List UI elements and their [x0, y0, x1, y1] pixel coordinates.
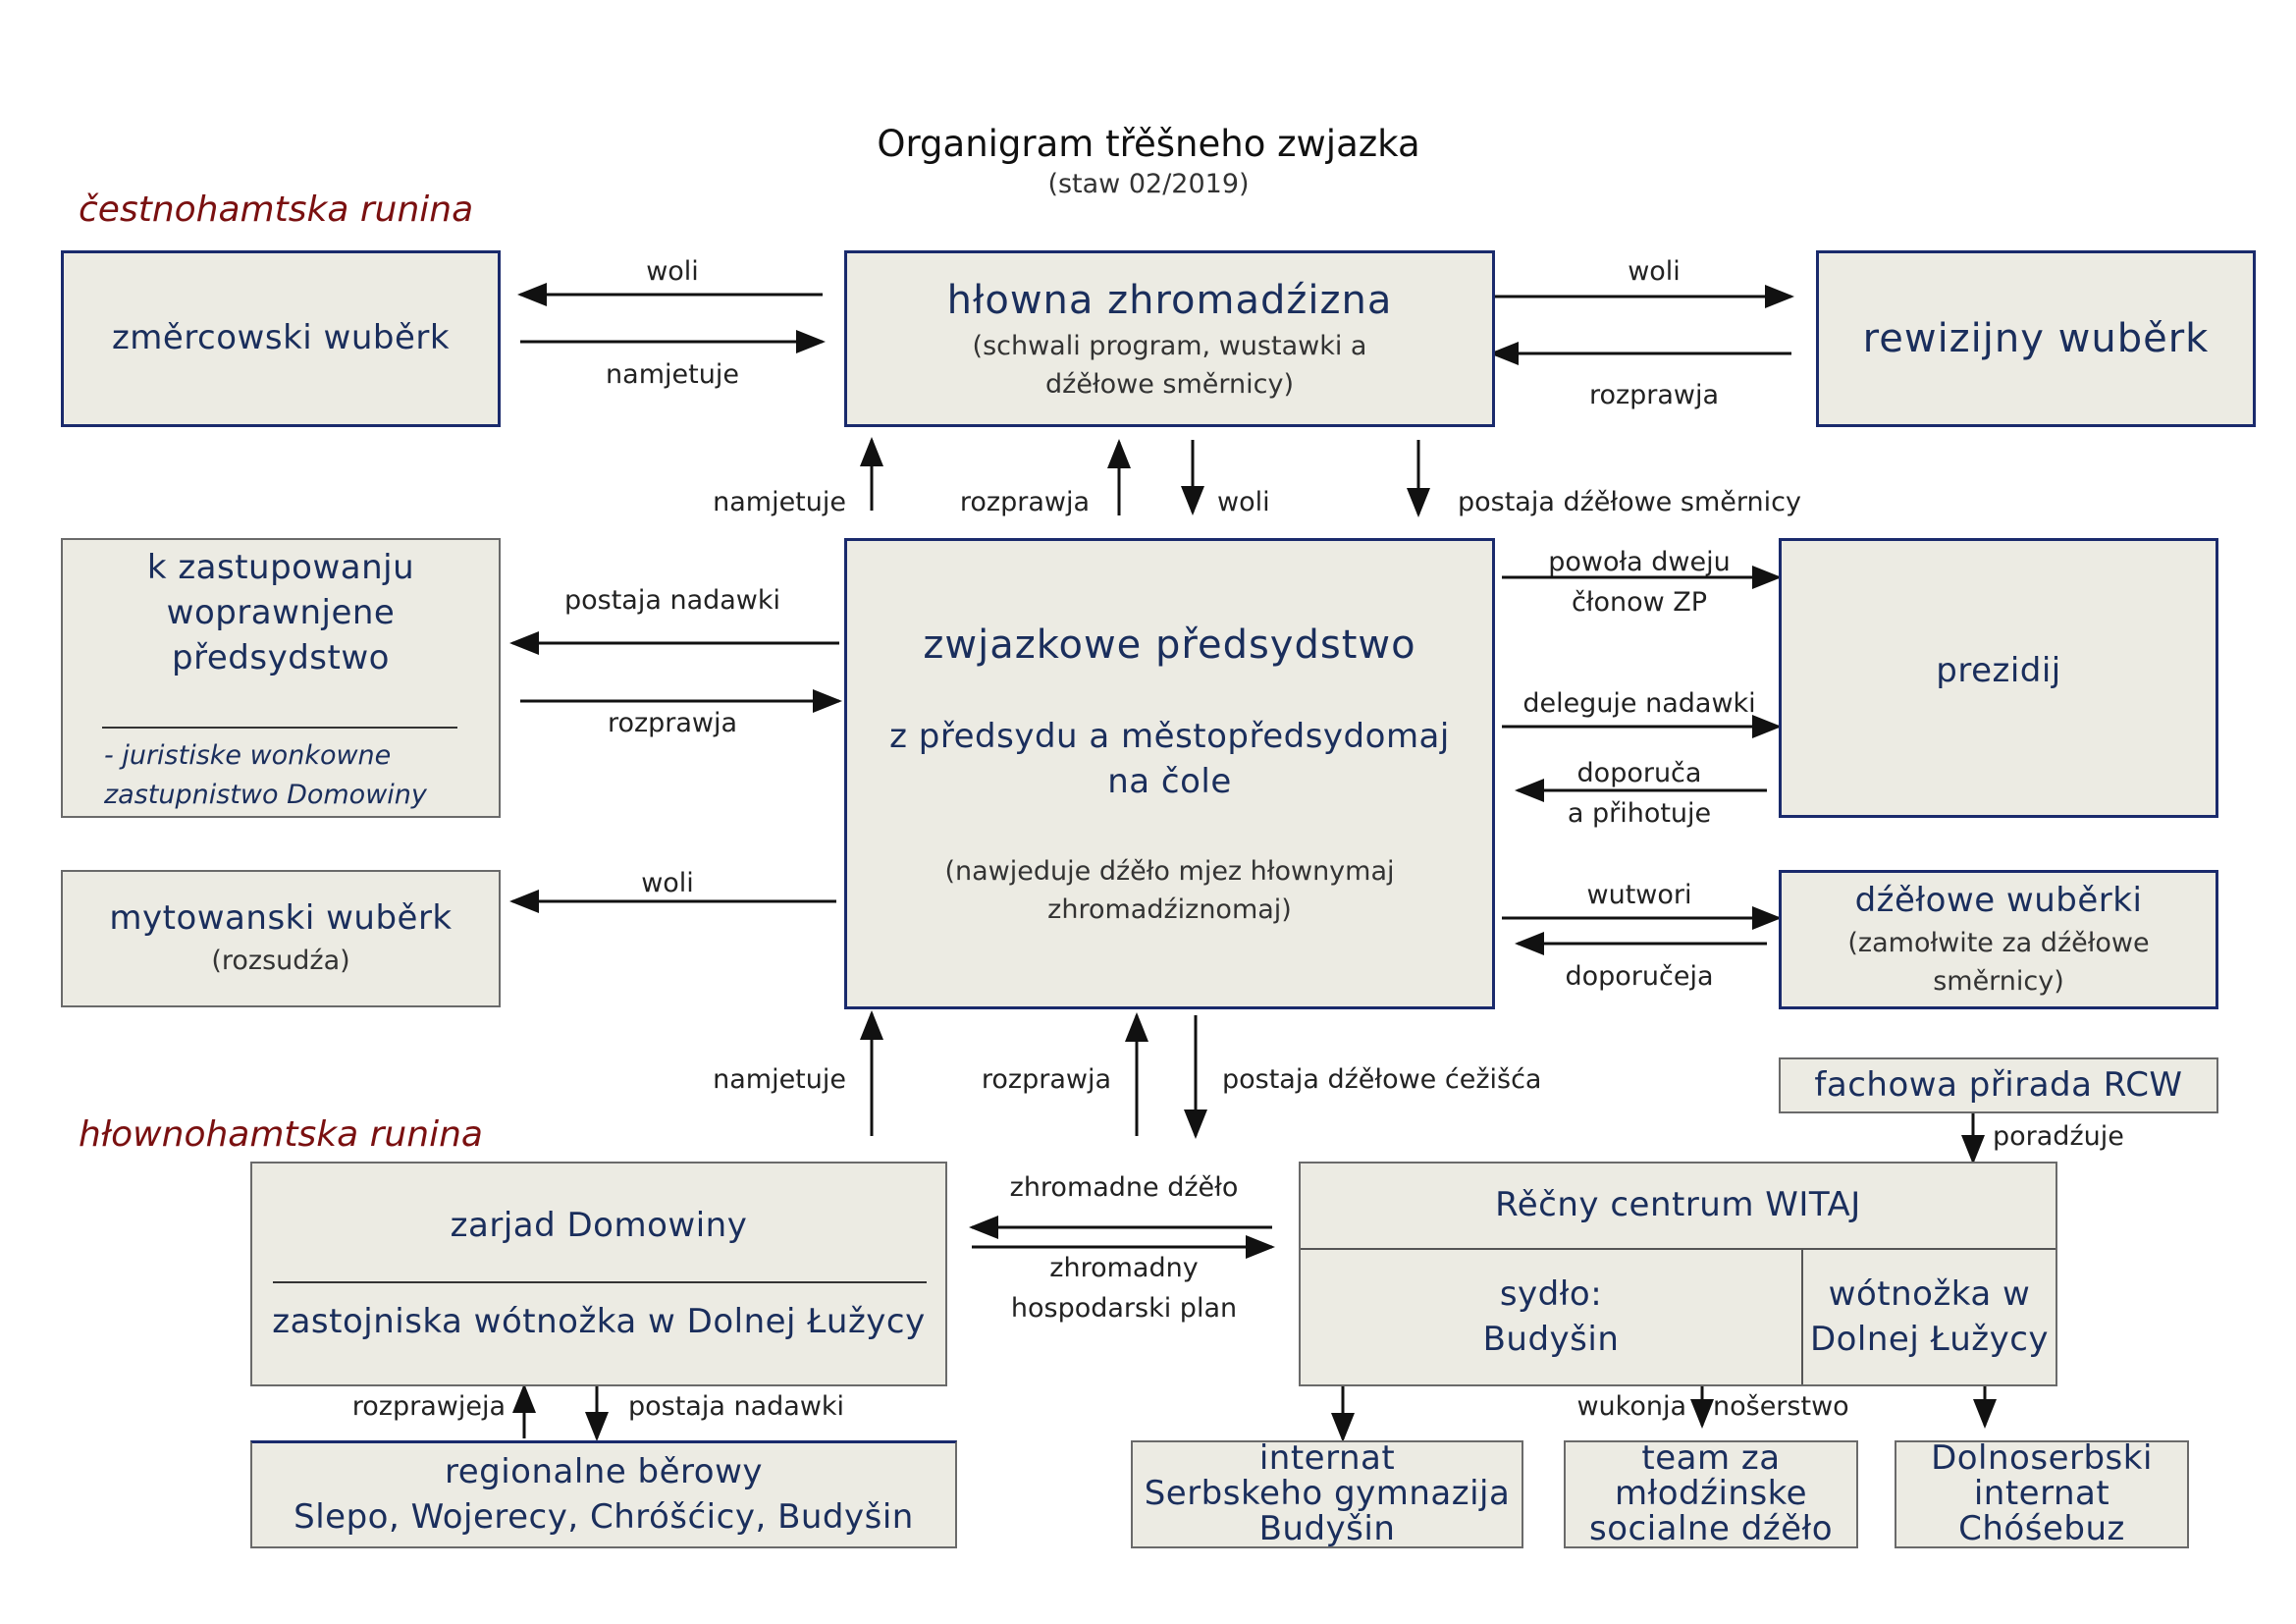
zastupowanje-line-3: předsydstwo: [172, 637, 390, 677]
witaj-left: sydło: Budyšin: [1301, 1250, 1803, 1384]
box-mytowanski: mytowanski wuběrk (rozsudźa): [61, 870, 501, 1007]
dzelowe-title: dźěłowe wuběrki: [1854, 880, 2143, 920]
zarjad-title: zarjad Domowiny: [450, 1205, 748, 1245]
hlowna-title: hłowna zhromadźizna: [946, 277, 1393, 323]
rewizijny-title: rewizijny wuběrk: [1862, 316, 2210, 361]
label-woli-right: woli: [1628, 256, 1681, 287]
zastupowanje-line-1: k zastupowanju: [146, 548, 415, 587]
label-postaja-smernicy: postaja dźěłowe směrnicy: [1458, 487, 1801, 517]
witaj-body: sydło: Budyšin wótnožka w Dolnej Łužycy: [1301, 1250, 2056, 1384]
box-rcw: fachowa přirada RCW: [1779, 1057, 2218, 1113]
box-witaj: Rěčny centrum WITAJ sydło: Budyšin wótno…: [1299, 1162, 2057, 1386]
label-zhromadny-1: zhromadny: [1049, 1253, 1199, 1283]
box-team: team za młodźinske socialne dźěło: [1564, 1440, 1858, 1548]
label-powola-1: powoła dweju: [1548, 547, 1731, 577]
label-rozprawja-right: rozprawja: [1588, 380, 1720, 410]
witaj-right: wótnožka w Dolnej Łužycy: [1803, 1250, 2056, 1384]
label-noserstwo: nošerstwo: [1713, 1391, 1849, 1422]
label-woli-down: woli: [1217, 487, 1270, 517]
box-internat: internat Serbskeho gymnazija Budyšin: [1131, 1440, 1523, 1548]
zastupowanje-note-1: - juristiske wonkowne: [104, 740, 392, 771]
dolnoserbski-line-1: Dolnoserbski: [1931, 1438, 2153, 1479]
dzelowe-desc-2: směrnicy): [1933, 965, 2064, 997]
zmercowski-title: změrcowski wuběrk: [111, 318, 451, 358]
box-dzelowe: dźěłowe wuběrki (zamołwite za dźěłowe sm…: [1779, 870, 2218, 1009]
predsydstwo-title: zwjazkowe předsydstwo: [923, 622, 1416, 668]
zastupowanje-divider: [102, 727, 457, 729]
box-predsydstwo: zwjazkowe předsydstwo z předsydu a město…: [844, 538, 1495, 1009]
label-woli-left: woli: [646, 256, 699, 287]
label-namjetuje-up: namjetuje: [713, 487, 846, 517]
prezidij-title: prezidij: [1936, 651, 2061, 690]
hlowna-desc-1: (schwali program, wustawki a: [972, 330, 1367, 361]
predsydstwo-desc-1: (nawjeduje dźěło mjez hłownymaj: [944, 855, 1395, 887]
label-rozprawjeja: rozprawjeja: [351, 1391, 506, 1422]
berowy-line-2: Slepo, Wojerecy, Chróšćicy, Budyšin: [294, 1496, 914, 1537]
label-rozprawja-up: rozprawja: [959, 487, 1090, 517]
predsydstwo-sub-2: na čole: [1107, 761, 1232, 801]
berowy-line-1: regionalne běrowy: [444, 1451, 764, 1491]
rcw-title: fachowa přirada RCW: [1814, 1064, 2183, 1105]
label-doporuca-2: a přihotuje: [1567, 798, 1712, 829]
dolnoserbski-line-2: internat: [1973, 1474, 2110, 1514]
dzelowe-desc-1: (zamołwite za dźěłowe: [1847, 927, 2150, 958]
zastupowanje-line-2: woprawnjene: [166, 592, 396, 632]
box-prezidij: prezidij: [1779, 538, 2218, 818]
label-woli-myt: woli: [641, 868, 694, 898]
label-namjetuje-low: namjetuje: [713, 1064, 846, 1095]
predsydstwo-sub-1: z předsydu a městopředsydomaj: [889, 716, 1450, 756]
zarjad-sub: zastojniska wótnožka w Dolnej Łužycy: [272, 1301, 926, 1341]
dolnoserbski-line-3: Chóśebuz: [1958, 1508, 2125, 1548]
internat-line-2: Serbskeho gymnazija: [1144, 1474, 1511, 1514]
label-deleguje: deleguje nadawki: [1522, 688, 1756, 719]
label-doporuceja: doporučeja: [1565, 961, 1714, 992]
zastupowanje-note-2: zastupnistwo Domowiny: [104, 780, 427, 810]
predsydstwo-desc-2: zhromadźiznomaj): [1047, 893, 1292, 925]
label-postaja-nadawki-low: postaja nadawki: [628, 1391, 845, 1422]
page-subtitle: (staw 02/2019): [1047, 169, 1250, 199]
internat-line-1: internat: [1258, 1438, 1396, 1479]
label-wutwori: wutwori: [1586, 880, 1692, 910]
witaj-left-1: sydło:: [1499, 1273, 1603, 1314]
hlowna-desc-2: dźěłowe směrnicy): [1045, 369, 1294, 400]
box-zastupowanje: k zastupowanju woprawnjene předsydstwo: [61, 538, 501, 818]
team-line-1: team za: [1641, 1438, 1781, 1479]
label-rozprawja-low: rozprawja: [981, 1064, 1111, 1095]
box-zmercowski: změrcowski wuběrk: [61, 250, 501, 427]
team-line-2: młodźinske: [1614, 1474, 1808, 1514]
zarjad-divider: [273, 1281, 927, 1283]
team-line-3: socialne dźěło: [1588, 1508, 1834, 1548]
label-wukonja: wukonja: [1576, 1391, 1686, 1422]
internat-line-3: Budyšin: [1258, 1508, 1396, 1548]
box-zarjad: zarjad Domowiny zastojniska wótnožka w D…: [250, 1162, 947, 1386]
label-postaja-cezisca: postaja dźěłowe ćežišća: [1222, 1064, 1542, 1095]
page-title: Organigram třěšneho zwjazka: [877, 123, 1420, 165]
label-powola-2: čłonow ZP: [1571, 587, 1708, 618]
box-berowy: regionalne běrowy Slepo, Wojerecy, Chróš…: [250, 1440, 957, 1548]
box-rewizijny: rewizijny wuběrk: [1816, 250, 2256, 427]
witaj-left-2: Budyšin: [1482, 1319, 1620, 1359]
box-dolnoserbski: Dolnoserbski internat Chóśebuz: [1895, 1440, 2189, 1548]
section-main: hłownohamtska runina: [79, 1114, 483, 1155]
witaj-right-2: Dolnej Łužycy: [1809, 1319, 2050, 1359]
label-postaja-nadawki: postaja nadawki: [563, 585, 781, 616]
label-rozprawja-mid: rozprawja: [607, 708, 738, 738]
witaj-title: Rěčny centrum WITAJ: [1301, 1164, 2056, 1250]
mytowanski-title: mytowanski wuběrk: [109, 898, 453, 939]
witaj-right-1: wótnožka w: [1828, 1273, 2031, 1314]
box-hlowna: hłowna zhromadźizna (schwali program, wu…: [844, 250, 1495, 427]
section-honorary: čestnohamtska runina: [79, 189, 474, 230]
label-zhromadne: zhromadne dźěło: [1009, 1172, 1239, 1203]
mytowanski-desc: (rozsudźa): [211, 946, 350, 977]
label-poradzuje: poradźuje: [1993, 1121, 2124, 1152]
label-namjetuje-left: namjetuje: [606, 359, 739, 390]
label-zhromadny-2: hospodarski plan: [1010, 1293, 1238, 1324]
label-doporuca-1: doporuča: [1576, 758, 1702, 788]
